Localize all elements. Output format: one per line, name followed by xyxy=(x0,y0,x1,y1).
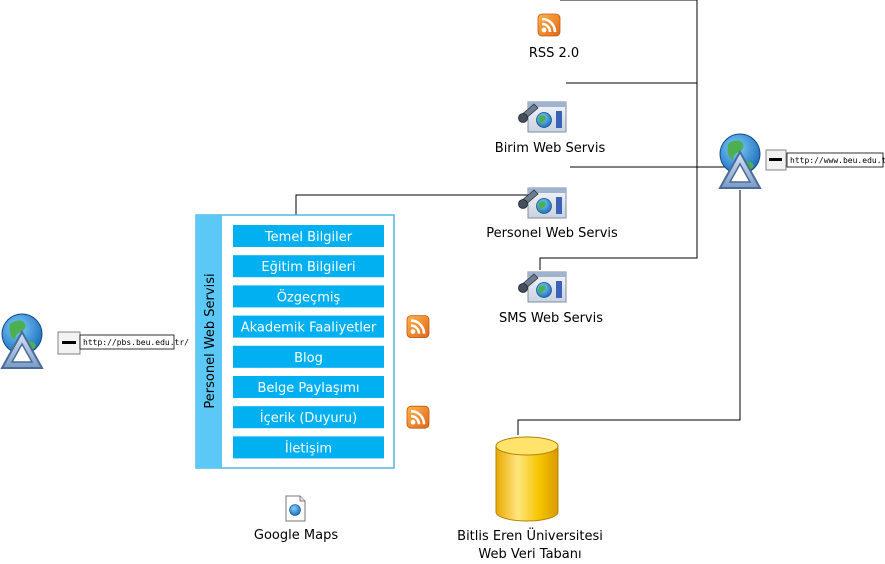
site-url: http://www.beu.edu.tr/ xyxy=(790,156,885,165)
menu-item-box xyxy=(233,225,384,247)
birim-service-label: Birim Web Servis xyxy=(495,141,606,156)
birim-web-service-node: Birim Web Servis xyxy=(495,101,606,156)
rss-icon xyxy=(536,12,562,38)
menu-item-label: İçerik (Duyuru) xyxy=(260,410,358,426)
menu-item-box xyxy=(233,406,384,429)
main-website-node: http://www.beu.edu.tr/ xyxy=(719,133,885,189)
menu-item-label: Blog xyxy=(294,351,323,366)
web-service-icon xyxy=(518,271,567,303)
menu-item-label: Temel Bilgiler xyxy=(264,230,353,245)
menu-item-label: Eğitim Bilgileri xyxy=(261,260,355,275)
url-box xyxy=(79,334,175,350)
pbs-url: http://pbs.beu.edu.tr/ xyxy=(83,338,189,347)
menu-item: İletişim xyxy=(233,436,384,459)
menu-item: Belge Paylaşımı xyxy=(233,376,384,398)
menu-item: Akademik Faaliyetler xyxy=(233,314,431,339)
panel-title: Personel Web Servisi xyxy=(203,273,218,408)
menu-item-label: Belge Paylaşımı xyxy=(257,381,359,396)
personel-web-servisi-panel: Personel Web Servisi Temel BilgilerEğiti… xyxy=(195,214,431,469)
database-node: Bitlis Eren Üniversitesi Web Veri Tabanı xyxy=(457,436,603,562)
rss-feed-node: RSS 2.0 xyxy=(529,12,579,61)
rss-icon xyxy=(405,314,431,339)
pbs-website-node: http://pbs.beu.edu.tr/ xyxy=(1,313,189,369)
web-globe-icon xyxy=(1,313,43,369)
sms-service-label: SMS Web Servis xyxy=(499,311,603,326)
personel-web-service-node: Personel Web Servis xyxy=(486,187,618,241)
database-label-line2: Web Veri Tabanı xyxy=(478,547,581,562)
url-box xyxy=(786,152,884,168)
google-maps-node: Google Maps xyxy=(254,495,338,543)
menu-item: Temel Bilgiler xyxy=(233,225,384,247)
web-service-icon xyxy=(518,187,567,219)
menu-item: İçerik (Duyuru) xyxy=(233,404,431,430)
menu-item: Özgeçmiş xyxy=(233,285,384,308)
menu-item-box xyxy=(233,345,384,368)
menu-item: Eğitim Bilgileri xyxy=(233,255,384,278)
rss-label: RSS 2.0 xyxy=(529,46,579,61)
menu-item-box xyxy=(233,255,384,278)
menu-item-label: Akademik Faaliyetler xyxy=(241,321,377,336)
sms-web-service-node: SMS Web Servis xyxy=(499,271,603,326)
maps-label: Google Maps xyxy=(254,528,338,543)
globe-icon xyxy=(289,504,301,516)
rss-icon xyxy=(405,404,431,430)
menu-item-box xyxy=(233,315,384,338)
menu-item: Blog xyxy=(233,345,384,368)
panel-sidebar xyxy=(196,215,222,468)
menu-item-label: İletişim xyxy=(285,440,332,456)
menu-item-box xyxy=(233,376,384,398)
menu-item-label: Özgeçmiş xyxy=(277,288,341,305)
menu-item-box xyxy=(233,285,384,308)
web-globe-icon xyxy=(719,133,761,189)
connector-lines xyxy=(295,0,741,435)
web-service-icon xyxy=(518,101,567,133)
personel-service-label: Personel Web Servis xyxy=(486,226,618,241)
database-label-line1: Bitlis Eren Üniversitesi xyxy=(457,527,603,544)
database-icon xyxy=(495,446,559,522)
panel-frame xyxy=(195,214,395,469)
menu-item-box xyxy=(233,436,384,459)
